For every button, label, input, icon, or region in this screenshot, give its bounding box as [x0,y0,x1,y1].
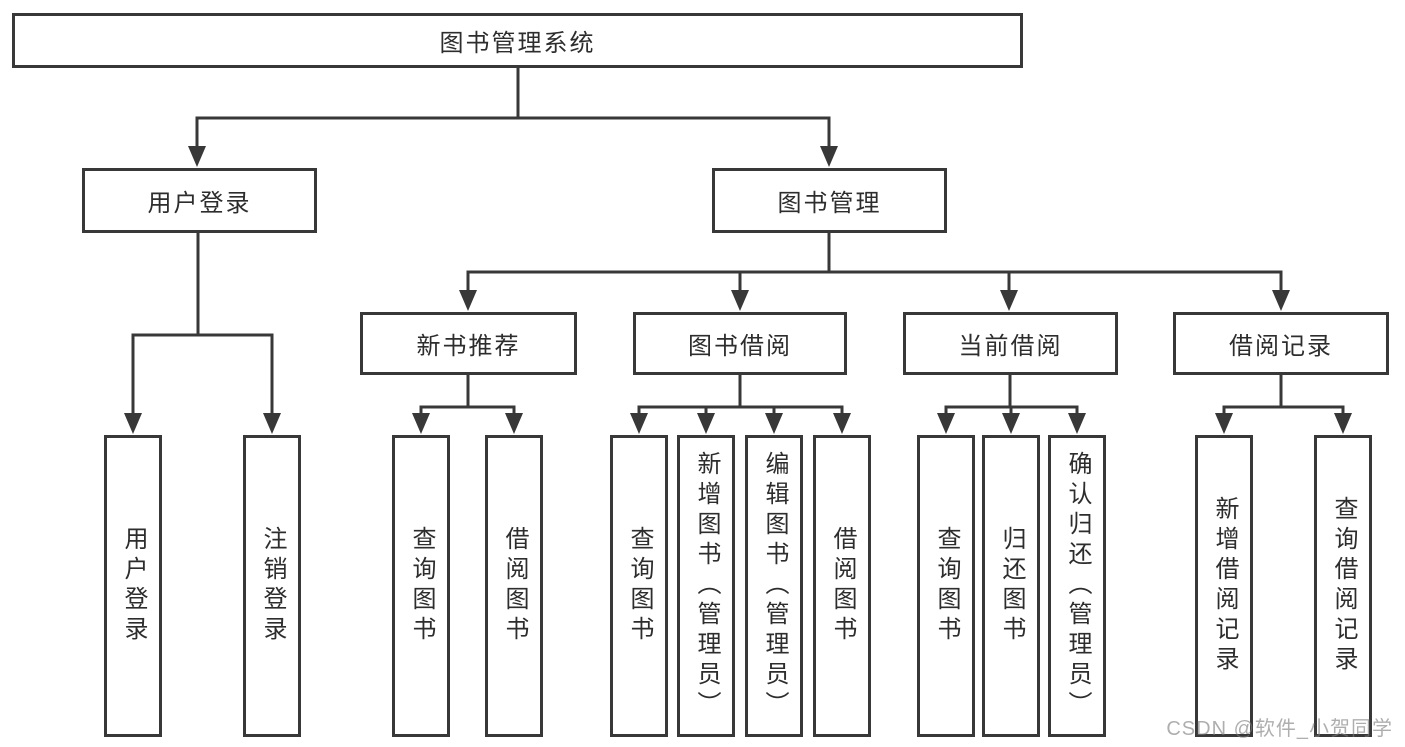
leaf-query-books-borrow: 查询图书 [610,435,668,737]
leaf-borrow-books-borrow: 借阅图书 [813,435,871,737]
leaf-logout: 注销登录 [243,435,301,737]
leaf-query-books-current: 查询图书 [917,435,975,737]
node-new-book-recommend: 新书推荐 [360,312,577,375]
watermark: CSDN @软件_小贺同学 [1166,718,1393,740]
leaf-borrow-books-recommend: 借阅图书 [485,435,543,737]
leaf-query-books-recommend: 查询图书 [392,435,450,737]
node-root: 图书管理系统 [12,13,1023,68]
leaf-add-borrow-record: 新增借阅记录 [1195,435,1253,737]
leaf-edit-book-admin: 编辑图书（管理员） [745,435,803,737]
leaf-return-book: 归还图书 [982,435,1040,737]
node-current-borrow: 当前借阅 [903,312,1118,375]
node-user-login: 用户登录 [82,168,317,233]
node-borrow-records: 借阅记录 [1173,312,1389,375]
leaf-confirm-return-admin: 确认归还（管理员） [1048,435,1106,737]
leaf-query-borrow-record: 查询借阅记录 [1314,435,1372,737]
leaf-add-book-admin: 新增图书（管理员） [677,435,735,737]
node-book-borrow: 图书借阅 [633,312,847,375]
node-book-management: 图书管理 [712,168,947,233]
leaf-user-login: 用户登录 [104,435,162,737]
